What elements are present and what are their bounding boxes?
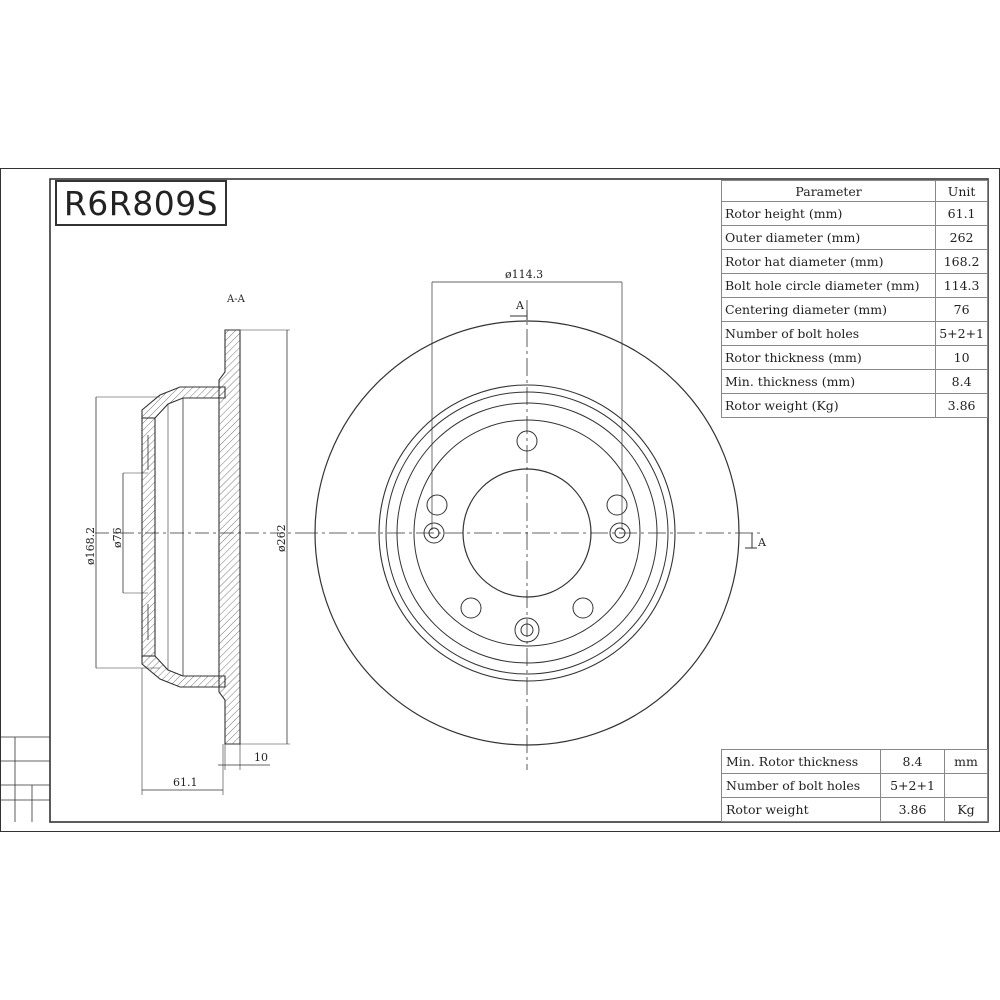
param-name: Min. thickness (mm) xyxy=(720,369,937,394)
summary-unit: Kg xyxy=(944,797,988,822)
front-view: ø114.3 A A xyxy=(300,268,767,770)
param-name: Number of bolt holes xyxy=(720,321,937,346)
param-name: Outer diameter (mm) xyxy=(720,225,937,250)
param-name: Centering diameter (mm) xyxy=(720,297,937,322)
table-row: Min. thickness (mm)8.4 xyxy=(720,369,988,394)
table-row: Rotor weight 3.86 Kg xyxy=(721,797,988,822)
bolt-hole-lower-right xyxy=(572,597,594,619)
hat-outer-circle xyxy=(385,391,669,675)
section-hat-wall-top xyxy=(141,386,226,419)
bolt-hole-upper-left xyxy=(426,494,448,516)
pin-hole-left-outer xyxy=(423,522,445,544)
table-row: Rotor weight (Kg)3.86 xyxy=(720,393,988,418)
summary-name: Rotor weight xyxy=(721,797,881,822)
part-number-box: R6R809S xyxy=(55,180,227,226)
section-view: A-A ø168.2 ø76 ø262 xyxy=(84,294,300,795)
table-row: Rotor height (mm)61.1 xyxy=(720,201,988,226)
table-row: Min. Rotor thickness 8.4 mm xyxy=(721,749,988,774)
section-marker-top: A xyxy=(515,299,525,312)
bolt-hole-upper-right xyxy=(606,494,628,516)
table-row: Rotor hat diameter (mm)168.2 xyxy=(720,249,988,274)
dim-thickness: 10 xyxy=(254,751,268,764)
section-label: A-A xyxy=(226,294,246,305)
summary-table: Min. Rotor thickness 8.4 mm Number of bo… xyxy=(721,749,988,822)
param-value: 61.1 xyxy=(935,201,988,226)
pin-hole-right-outer xyxy=(609,522,631,544)
header-parameter: Parameter xyxy=(720,180,937,202)
dim-centering: ø76 xyxy=(111,527,124,548)
summary-unit: mm xyxy=(944,749,988,774)
dim-hat-diameter: ø168.2 xyxy=(84,527,97,565)
bolt-hole-lower-left xyxy=(460,597,482,619)
param-value: 114.3 xyxy=(935,273,988,298)
table-row: Bolt hole circle diameter (mm)114.3 xyxy=(720,273,988,298)
dim-bolt-circle: ø114.3 xyxy=(505,268,543,281)
table-row: Centering diameter (mm)76 xyxy=(720,297,988,322)
param-name: Rotor height (mm) xyxy=(720,201,937,226)
table-row: Outer diameter (mm)262 xyxy=(720,225,988,250)
section-marker-right: A xyxy=(757,536,767,549)
summary-value: 8.4 xyxy=(880,749,945,774)
outer-disc-circle xyxy=(314,320,740,746)
param-name: Rotor hat diameter (mm) xyxy=(720,249,937,274)
summary-value: 3.86 xyxy=(880,797,945,822)
center-bore-circle xyxy=(462,468,592,598)
dim-height: 61.1 xyxy=(173,776,198,789)
param-name: Rotor thickness (mm) xyxy=(720,345,937,370)
summary-unit xyxy=(944,773,988,798)
summary-name: Min. Rotor thickness xyxy=(721,749,881,774)
param-value: 3.86 xyxy=(935,393,988,418)
param-value: 168.2 xyxy=(935,249,988,274)
pin-hole-right-inner xyxy=(614,527,626,539)
screw-hole-bottom-outer xyxy=(514,617,540,643)
pin-hole-left-inner xyxy=(428,527,440,539)
param-value: 8.4 xyxy=(935,369,988,394)
param-name: Rotor weight (Kg) xyxy=(720,393,937,418)
friction-inner-circle xyxy=(378,384,676,682)
section-friction-ring xyxy=(218,329,241,745)
param-value: 10 xyxy=(935,345,988,370)
table-row: Number of bolt holes 5+2+1 xyxy=(721,773,988,798)
parameters-table: Parameter Unit Rotor height (mm)61.1 Out… xyxy=(720,180,988,418)
hat-inner-circle xyxy=(396,402,658,664)
summary-value: 5+2+1 xyxy=(880,773,945,798)
table-header-row: Parameter Unit xyxy=(720,180,988,202)
section-hub-face xyxy=(141,417,156,657)
hub-circle xyxy=(413,419,641,647)
table-row: Rotor thickness (mm)10 xyxy=(720,345,988,370)
header-unit: Unit xyxy=(935,180,988,202)
param-name: Bolt hole circle diameter (mm) xyxy=(720,273,937,298)
param-value: 76 xyxy=(935,297,988,322)
dim-outer-diameter: ø262 xyxy=(275,524,288,552)
param-value: 262 xyxy=(935,225,988,250)
screw-hole-bottom-inner xyxy=(520,623,534,637)
summary-name: Number of bolt holes xyxy=(721,773,881,798)
section-hat-wall-bottom xyxy=(141,655,226,688)
part-number: R6R809S xyxy=(63,183,219,223)
bolt-hole-top xyxy=(516,430,538,452)
param-value: 5+2+1 xyxy=(935,321,988,346)
